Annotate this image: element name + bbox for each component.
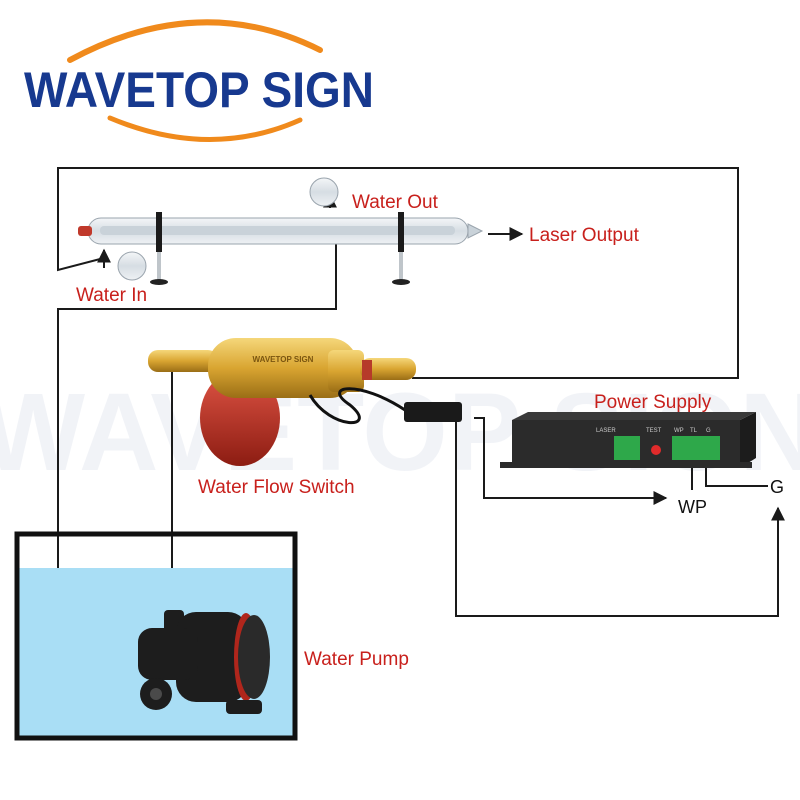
logo-text: WAVETOP SIGN: [24, 62, 374, 118]
switch-nut: [328, 350, 364, 392]
label-water-out: Water Out: [352, 192, 439, 213]
tube-foot-left: [150, 279, 168, 285]
switch-cable: [308, 387, 406, 425]
psu-terminal-right: [672, 436, 720, 460]
water-out-nozzle: [309, 177, 339, 207]
pump-bracket: [226, 700, 262, 714]
pump-head: [138, 628, 198, 680]
psu-panel-g: G: [706, 428, 711, 434]
tube-red-cap: [78, 226, 92, 236]
psu-test-button: [651, 445, 661, 455]
logo-arc-top: [67, 19, 323, 63]
psu-side: [740, 412, 756, 468]
pump-motor-end: [238, 615, 270, 699]
switch-badge: WAVETOP SIGN: [253, 355, 314, 364]
switch-right-fitting: [360, 358, 416, 380]
water-pump: [138, 610, 270, 714]
pump-outlet-hole: [150, 688, 162, 700]
wire-psu-g: [705, 460, 768, 487]
psu-terminal-left: [614, 436, 640, 460]
water-in-nozzle: [117, 251, 147, 281]
psu-panel-wp: WP: [674, 428, 684, 434]
wire-outer-loop: [57, 167, 739, 379]
switch-left-fitting: [148, 350, 218, 372]
tank-outline: [14, 531, 298, 741]
psu-panel-test: TEST: [646, 428, 662, 434]
label-water-pump: Water Pump: [304, 649, 409, 670]
wire-water-out: [57, 218, 337, 568]
label-power-supply: Power Supply: [594, 392, 712, 413]
psu-foot-right: [730, 462, 752, 468]
wire-to-g: [455, 418, 785, 617]
psu-top: [512, 412, 756, 420]
psu-foot-left: [500, 462, 520, 468]
laser-tube: [78, 177, 484, 285]
tube-inner: [100, 226, 455, 235]
psu-panel-laser: LASER: [596, 428, 616, 434]
wire-to-wp: [474, 417, 668, 505]
label-water-flow-switch: Water Flow Switch: [198, 477, 355, 498]
switch-connector: [404, 402, 462, 422]
water-flow-switch: WAVETOP SIGN: [148, 338, 462, 466]
power-supply: LASER TEST WP TL G: [500, 412, 756, 468]
switch-body: [208, 338, 358, 398]
logo-arc-bottom: [107, 115, 303, 142]
label-laser-output: Laser Output: [529, 225, 640, 246]
tube-mount-left: [156, 212, 162, 252]
brand-logo: WAVETOP SIGN: [24, 19, 374, 142]
label-g: G: [770, 477, 784, 497]
label-water-in: Water In: [76, 285, 147, 306]
tube-tip: [467, 223, 484, 239]
label-wp: WP: [678, 497, 707, 517]
switch-red-ring: [362, 360, 372, 380]
psu-panel-tl: TL: [690, 428, 698, 434]
tube-foot-right: [392, 279, 410, 285]
tube-mount-right: [398, 212, 404, 252]
